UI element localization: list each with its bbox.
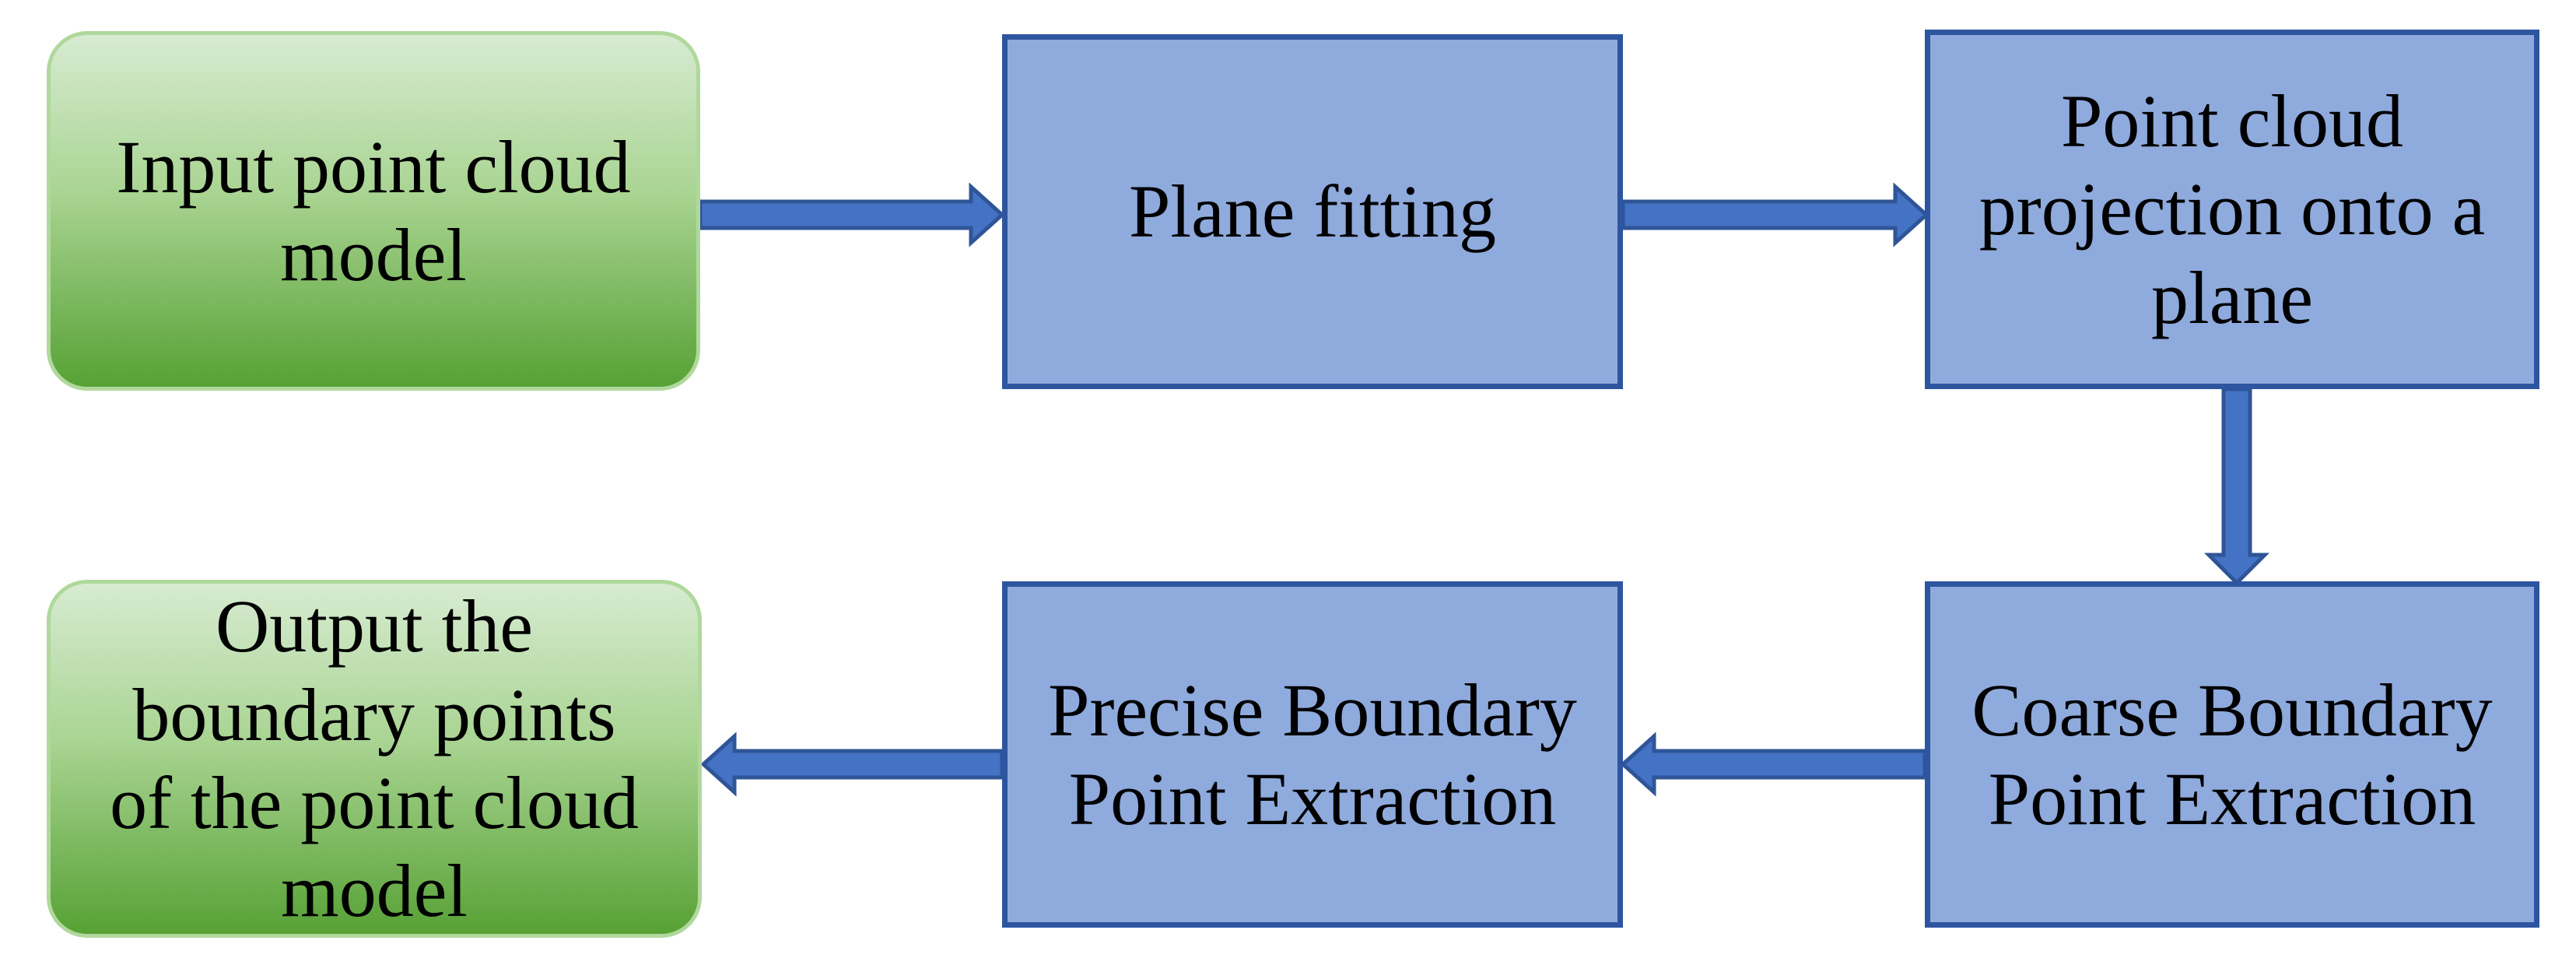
- node-output-boundary-points-label: Output the boundary points of the point …: [110, 584, 639, 933]
- node-point-cloud-projection: Point cloud projection onto a plane: [1925, 30, 2539, 389]
- node-coarse-boundary-extraction: Coarse Boundary Point Extraction: [1925, 581, 2539, 928]
- arrow-precise-to-output: [700, 732, 1004, 797]
- node-input-point-cloud: Input point cloud model: [47, 31, 700, 391]
- node-input-label: Input point cloud model: [116, 125, 631, 297]
- arrow-plane-fitting-to-projection: [1621, 182, 1929, 247]
- node-precise-boundary-extraction: Precise Boundary Point Extraction: [1002, 581, 1623, 928]
- node-precise-boundary-extraction-label: Precise Boundary Point Extraction: [1048, 668, 1577, 840]
- node-point-cloud-projection-label: Point cloud projection onto a plane: [1978, 79, 2486, 339]
- arrow-coarse-to-precise: [1620, 732, 1927, 797]
- node-plane-fitting: Plane fitting: [1002, 34, 1623, 389]
- node-output-boundary-points: Output the boundary points of the point …: [47, 580, 702, 938]
- node-plane-fitting-label: Plane fitting: [1129, 170, 1496, 254]
- node-coarse-boundary-extraction-label: Coarse Boundary Point Extraction: [1971, 668, 2493, 840]
- arrow-projection-to-coarse: [2203, 387, 2270, 586]
- arrow-input-to-plane-fitting: [698, 182, 1005, 247]
